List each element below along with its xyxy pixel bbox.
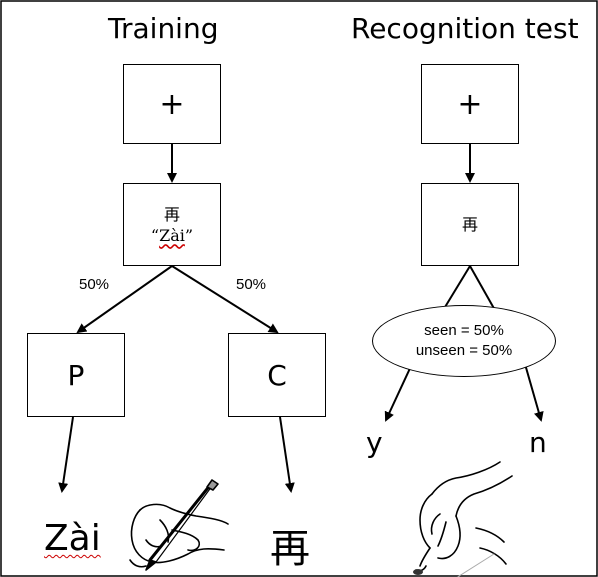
arrow-stim-to-p — [76, 265, 173, 334]
response-no: n — [529, 426, 547, 459]
arrow-c-down — [279, 416, 295, 493]
title-training: Training — [108, 12, 219, 45]
line-stim-to-ellipse-right — [469, 265, 497, 313]
pinyin-close-quote: ” — [184, 225, 194, 245]
seen-unseen-ellipse: seen = 50% unseen = 50% — [372, 305, 556, 377]
condition-p-label: P — [67, 358, 85, 392]
response-yes: y — [366, 426, 383, 459]
unseen-label: unseen = 50% — [415, 342, 513, 359]
condition-p-box: P — [27, 333, 125, 417]
recognition-stimulus-box: 再 — [421, 183, 519, 266]
training-fixation-cross: + — [159, 86, 185, 122]
training-fixation-box: + — [123, 64, 221, 144]
arrow-p-down — [58, 416, 74, 493]
output-pinyin: Zài — [44, 518, 101, 559]
pinyin-open-quote: “ — [150, 225, 160, 245]
training-stimulus-pinyin: “Zài” — [151, 226, 193, 246]
arrow-ellipse-to-y — [384, 363, 413, 422]
arrow-ellipse-to-n — [524, 363, 544, 422]
arrow-stim-to-c — [171, 265, 279, 334]
recognition-fixation-box: + — [421, 64, 519, 144]
branch-left-percentage: 50% — [79, 276, 110, 293]
seen-label: seen = 50% — [424, 322, 504, 339]
title-recognition-test: Recognition test — [351, 12, 579, 45]
recognition-stimulus-character: 再 — [461, 214, 478, 234]
condition-c-box: C — [228, 333, 326, 417]
pinyin-word: Zài — [159, 225, 185, 245]
training-stimulus-character: 再 — [163, 204, 180, 224]
recognition-fixation-cross: + — [457, 86, 483, 122]
line-stim-to-ellipse-left — [441, 265, 471, 313]
output-character: 再 — [270, 526, 310, 572]
condition-c-label: C — [267, 358, 287, 392]
training-stimulus-box: 再 “Zài” — [123, 183, 221, 266]
branch-right-percentage: 50% — [236, 276, 267, 293]
